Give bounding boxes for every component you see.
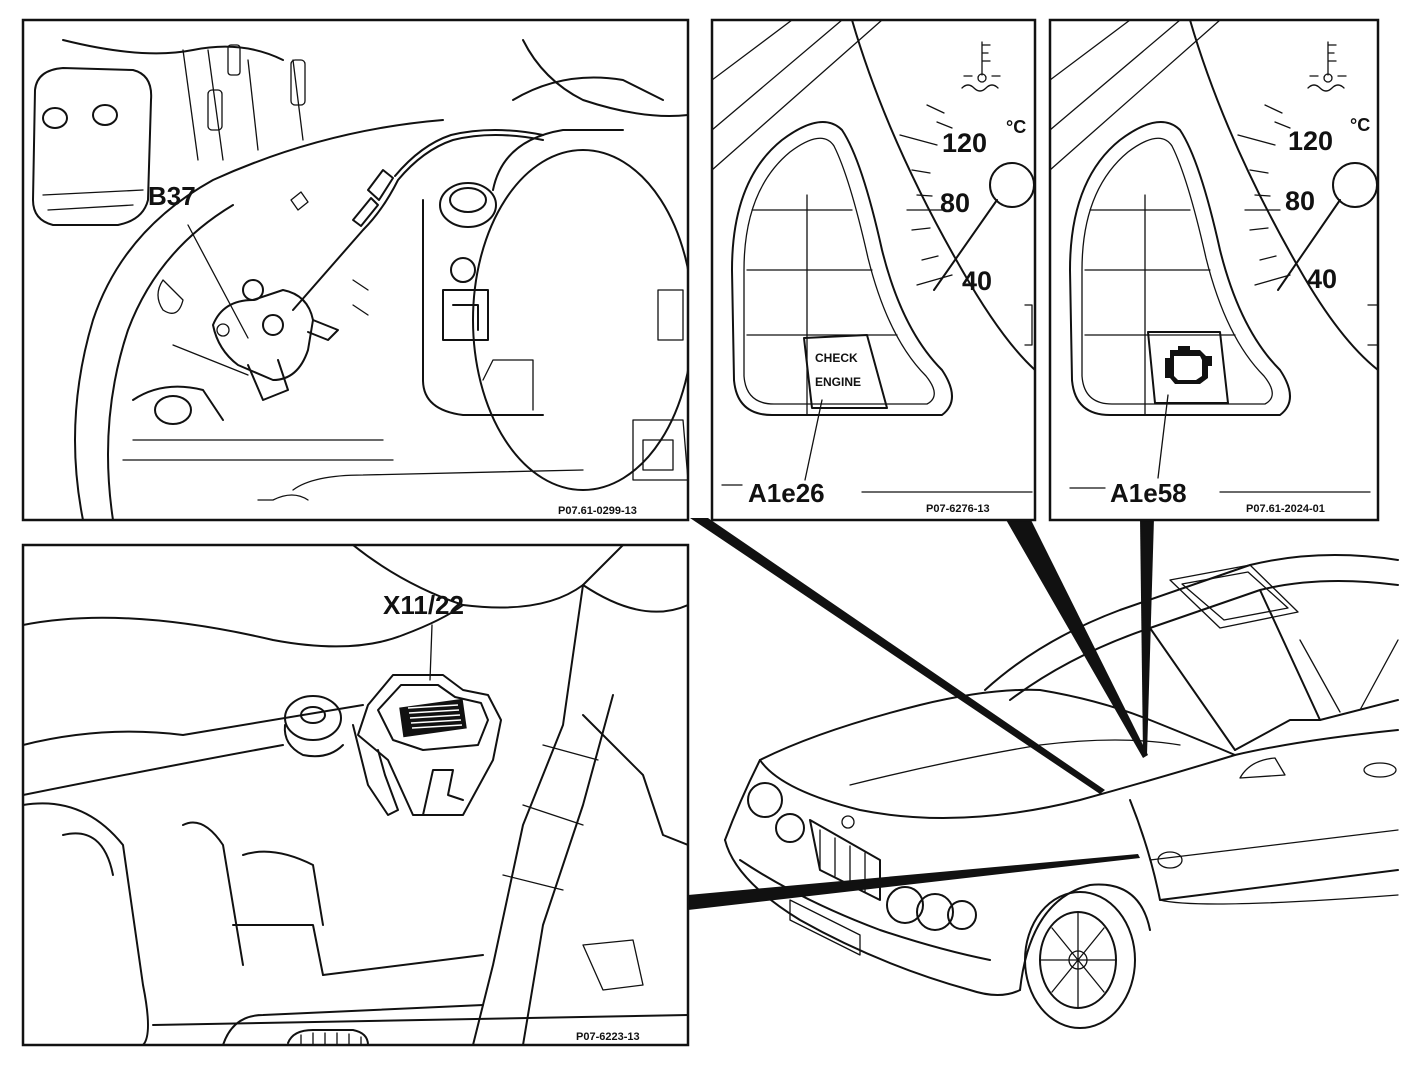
engine-icon	[1165, 346, 1212, 384]
gauge-label-80: 80	[1285, 186, 1315, 216]
ref-cluster-right: P07.61-2024-01	[1246, 503, 1325, 515]
gauge-label-40: 40	[962, 266, 992, 296]
label-b37: B37	[148, 181, 196, 211]
gauge-unit: °C	[1006, 117, 1026, 137]
panel-cluster-left: CHECK ENGINE 120 °C 80 40 A1e26 P07-6276…	[710, 18, 1037, 522]
coolant-temperature-icon	[961, 41, 1001, 92]
gauge-label-40: 40	[1307, 264, 1337, 294]
lamp-text-engine: ENGINE	[815, 375, 861, 389]
coolant-temperature-icon	[1307, 41, 1347, 92]
lamp-text-check: CHECK	[815, 351, 858, 365]
panel-footwell: X11/22 P07-6223-13	[21, 543, 690, 1047]
panel-cluster-right: 120 °C 80 40 A1e58 P07.61-2024-01	[1048, 18, 1380, 522]
gauge-unit: °C	[1350, 115, 1370, 135]
ref-cluster-left: P07-6276-13	[926, 503, 990, 515]
callout-wedges	[688, 518, 1154, 910]
gauge-label-80: 80	[940, 188, 970, 218]
panel-engine-bay: B37 P07.61-0299-13	[21, 18, 690, 522]
label-a1e26: A1e26	[748, 478, 825, 508]
label-x11-22: X11/22	[383, 590, 464, 620]
ref-footwell: P07-6223-13	[576, 1031, 640, 1043]
car-illustration	[724, 554, 1399, 1029]
gauge-label-120: 120	[942, 128, 987, 158]
label-a1e58: A1e58	[1110, 478, 1187, 508]
ref-engine-bay: P07.61-0299-13	[558, 505, 637, 517]
gauge-label-120: 120	[1288, 126, 1333, 156]
